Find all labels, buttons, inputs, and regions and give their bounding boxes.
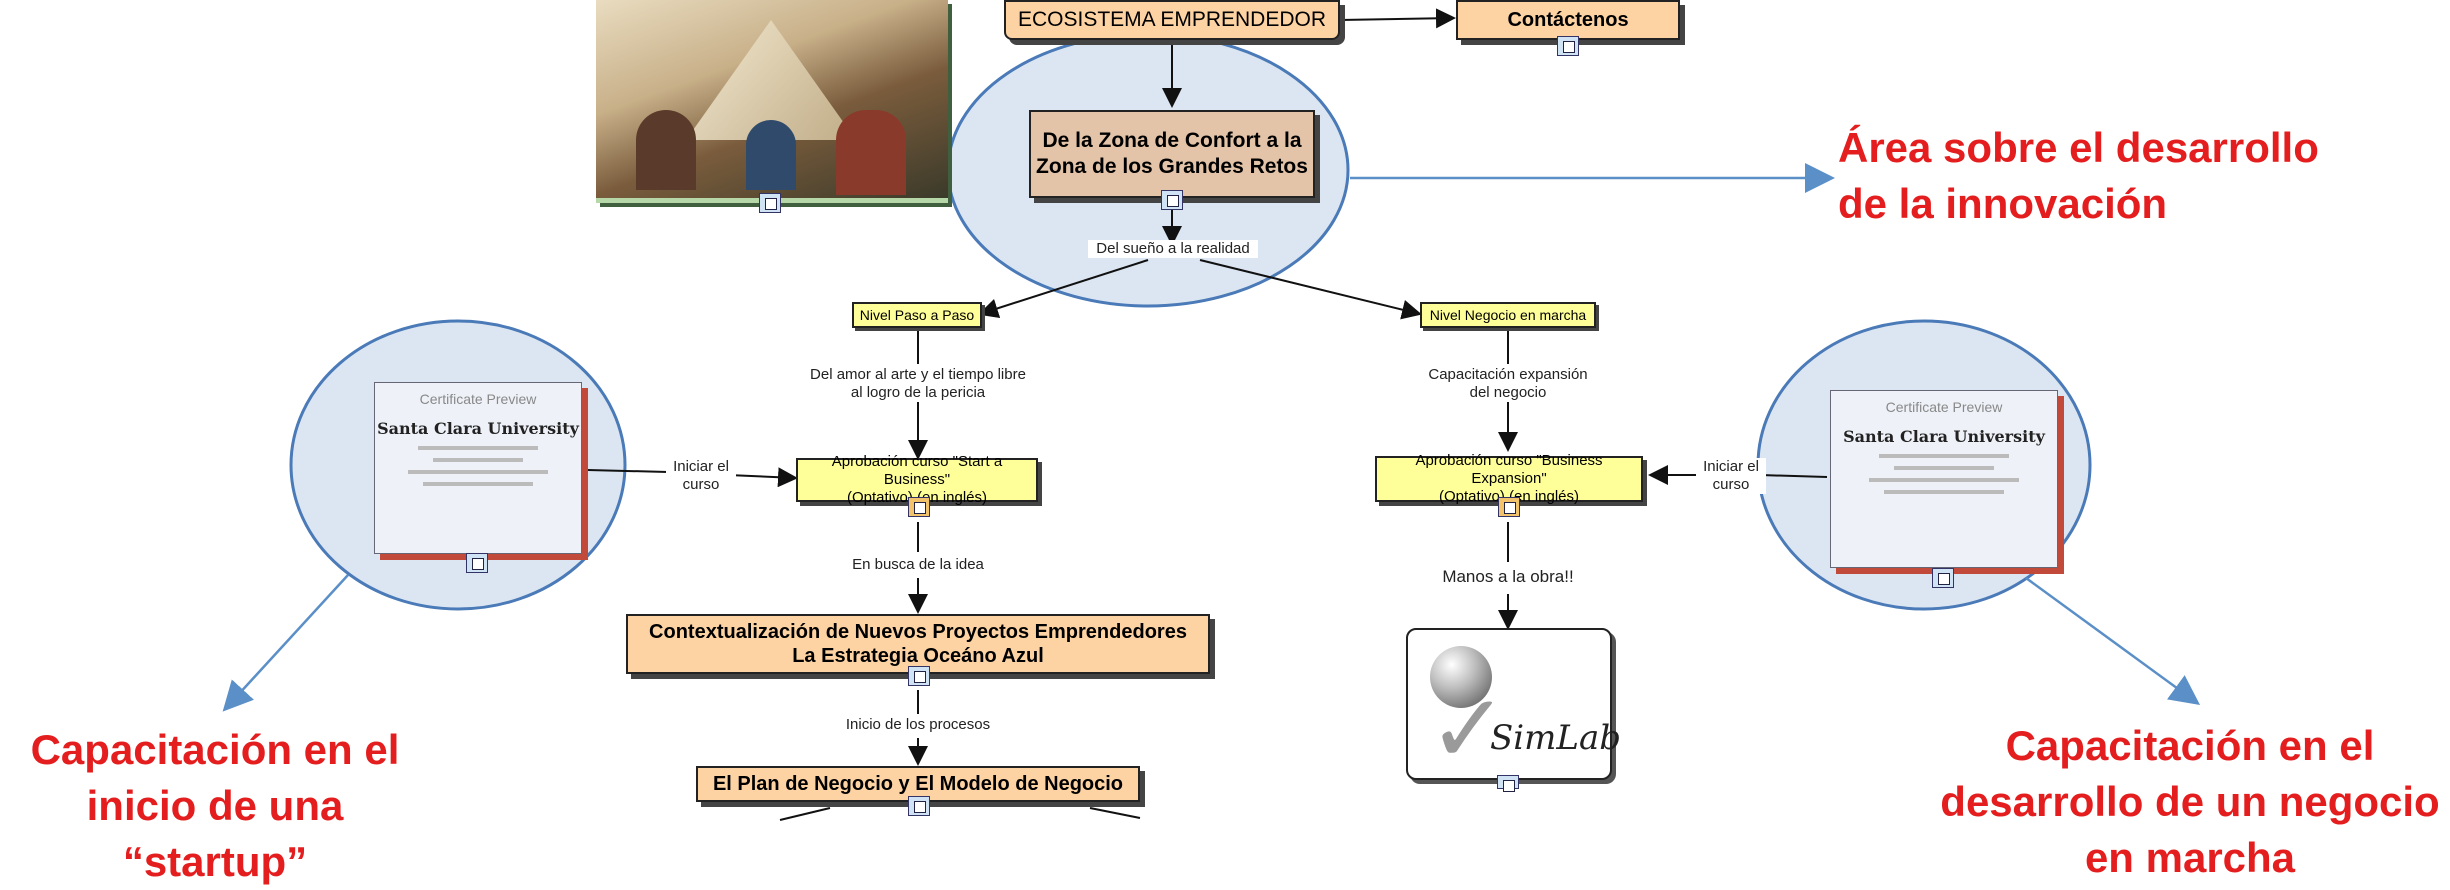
node-aprob-start-line1: Aprobación curso "Start a Business"	[831, 453, 1003, 488]
certificate-left-university: Santa Clara University	[377, 419, 579, 438]
resource-icon[interactable]	[466, 553, 488, 573]
node-aprob-start[interactable]: Aprobación curso "Start a Business" (Opt…	[796, 453, 1038, 506]
annotation-marcha: Capacitación en el desarrollo de un nego…	[1930, 718, 2450, 886]
simlab-checkmark-icon: ✓	[1428, 676, 1509, 783]
tent-painting-image	[596, 0, 948, 203]
link-label-amor: Del amor al arte y el tiempo libre al lo…	[790, 366, 1046, 402]
link-label-iniciar-right-2: curso	[1712, 476, 1750, 493]
link-label-iniciar-right: Iniciar el curso	[1696, 458, 1766, 494]
annotation-startup-2: inicio de una “startup”	[86, 782, 344, 885]
link-label-inicio-procesos: Inicio de los procesos	[832, 716, 1004, 734]
simlab-sphere	[1430, 646, 1492, 708]
node-aprob-expansion[interactable]: Aprobación curso "Business Expansion" (O…	[1375, 452, 1643, 505]
node-plan-label: El Plan de Negocio y El Modelo de Negoci…	[712, 772, 1124, 795]
link-label-iniciar-left: Iniciar el curso	[666, 458, 736, 494]
simlab-image[interactable]: ✓ SimLab	[1406, 628, 1621, 783]
annotation-marcha-2: desarrollo de un negocio	[1940, 778, 2440, 825]
link-label-busca: En busca de la idea	[840, 556, 996, 574]
node-nivel-paso-label: Nivel Paso a Paso	[859, 307, 975, 323]
node-contactenos[interactable]: Contáctenos	[1456, 0, 1680, 40]
node-zona[interactable]: De la Zona de Confort a la Zona de los G…	[1029, 110, 1315, 198]
resource-icon[interactable]	[908, 666, 930, 686]
annotation-marcha-3: en marcha	[2084, 834, 2296, 881]
node-aprob-expansion-line1: Aprobación curso "Business Expansion"	[1415, 452, 1603, 487]
certificate-left[interactable]: Certificate Preview Santa Clara Universi…	[374, 382, 582, 554]
certificate-left-title: Certificate Preview	[419, 391, 537, 407]
resource-icon[interactable]	[1497, 775, 1519, 792]
node-contextualizacion[interactable]: Contextualización de Nuevos Proyectos Em…	[626, 614, 1210, 674]
link-label-manos: Manos a la obra!!	[1432, 568, 1584, 586]
certificate-right[interactable]: Certificate Preview Santa Clara Universi…	[1830, 390, 2058, 568]
annotation-innovacion-1: Área sobre el desarrollo	[1838, 124, 2319, 171]
node-contactenos-label: Contáctenos	[1507, 8, 1629, 31]
annotation-startup: Capacitación en el inicio de una “startu…	[0, 722, 430, 890]
link-label-capacitacion-2: del negocio	[1469, 384, 1547, 401]
annotation-marcha-1: Capacitación en el	[2005, 722, 2375, 769]
annotation-innovacion-2: de la innovación	[1838, 180, 2168, 227]
node-plan[interactable]: El Plan de Negocio y El Modelo de Negoci…	[696, 766, 1140, 802]
link-label-iniciar-left-1: Iniciar el	[673, 458, 729, 475]
node-aprob-expansion-line2: (Optativo) (en inglés)	[1438, 488, 1580, 505]
certificate-right-title: Certificate Preview	[1885, 399, 2003, 415]
link-label-amor-1: Del amor al arte y el tiempo libre	[810, 366, 1026, 383]
node-ecosistema-label: ECOSISTEMA EMPRENDEDOR	[1017, 8, 1327, 31]
link-label-iniciar-right-1: Iniciar el	[1703, 458, 1759, 475]
resource-icon[interactable]	[908, 497, 930, 517]
resource-icon[interactable]	[908, 796, 930, 816]
node-contextualizacion-line1: Contextualización de Nuevos Proyectos Em…	[649, 621, 1187, 643]
node-nivel-paso[interactable]: Nivel Paso a Paso	[852, 302, 982, 328]
node-ecosistema[interactable]: ECOSISTEMA EMPRENDEDOR	[1004, 0, 1340, 40]
node-nivel-negocio-label: Nivel Negocio en marcha	[1429, 307, 1587, 323]
node-nivel-negocio[interactable]: Nivel Negocio en marcha	[1420, 302, 1596, 328]
node-zona-line1: De la Zona de Confort a la	[1042, 129, 1302, 152]
link-label-amor-2: al logro de la pericia	[850, 384, 986, 401]
annotation-innovacion: Área sobre el desarrollo de la innovació…	[1838, 120, 2358, 232]
link-label-capacitacion: Capacitación expansión del negocio	[1410, 366, 1606, 402]
node-contextualizacion-line2: La Estrategia Oceáno Azul	[792, 645, 1044, 667]
resource-icon[interactable]	[1557, 36, 1579, 56]
certificate-right-university: Santa Clara University	[1843, 427, 2045, 446]
resource-icon[interactable]	[1161, 190, 1183, 210]
simlab-label: SimLab	[1490, 718, 1622, 758]
link-label-capacitacion-1: Capacitación expansión	[1428, 366, 1588, 383]
node-zona-line2: Zona de los Grandes Retos	[1036, 155, 1308, 178]
annotation-startup-1: Capacitación en el	[30, 726, 400, 773]
link-label-iniciar-left-2: curso	[682, 476, 720, 493]
resource-icon[interactable]	[1932, 568, 1954, 588]
link-label-sueno: Del sueño a la realidad	[1088, 240, 1258, 258]
resource-icon[interactable]	[1498, 497, 1520, 517]
resource-icon[interactable]	[759, 193, 781, 213]
